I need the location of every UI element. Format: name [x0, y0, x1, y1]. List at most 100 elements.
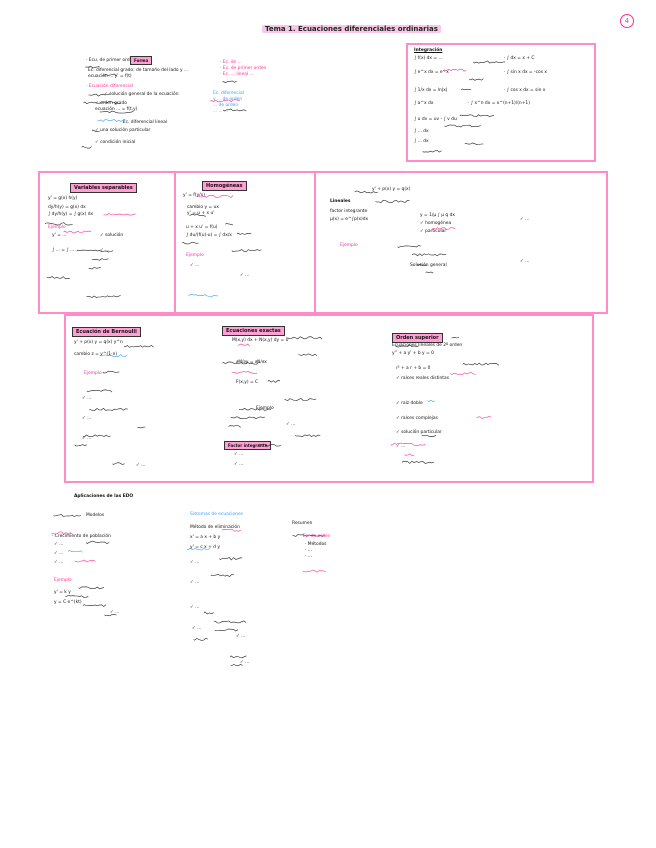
note-line: ∫ ... = ∫ ...: [52, 248, 75, 253]
note-line: r² + a r + b = 0: [396, 366, 431, 371]
handwriting-stroke: [74, 559, 96, 563]
note-line: · Ec. de orden: [300, 534, 331, 539]
note-line: ✓ ...: [286, 422, 296, 427]
handwriting-stroke: [421, 434, 437, 437]
note-line: ∫ e^x dx = e^x: [414, 70, 449, 75]
note-line: ✓ ...: [82, 416, 92, 421]
note-line: ∫ ... dx: [414, 139, 429, 144]
handwriting-stroke: [53, 514, 82, 518]
note-line: ✓ ...: [82, 436, 92, 441]
handwriting-stroke: [294, 434, 321, 437]
note-line: ✓ ...: [520, 217, 530, 222]
handwriting-stroke: [186, 547, 211, 551]
handwriting-stroke: [469, 78, 484, 81]
handwriting-stroke: [112, 462, 125, 465]
note-line: ✓ ...: [110, 610, 120, 615]
handwriting-stroke: [82, 604, 107, 607]
handwriting-stroke: [88, 93, 110, 97]
note-line: ✓ raíces reales distintas: [396, 376, 450, 381]
handwriting-stroke: [444, 124, 481, 128]
handwriting-stroke: [461, 88, 472, 91]
note-line: ✓ ...: [190, 560, 200, 565]
note-line: ✓ raíces complejas: [396, 416, 438, 421]
handwriting-stroke: [104, 614, 117, 617]
note-line: ✓ ...: [190, 580, 200, 585]
note-line: Ecuaciones lineales de 2º orden: [392, 343, 463, 348]
note-line: ecuación ... = f(t,y): [95, 107, 138, 112]
note-line: y' = k y: [54, 590, 71, 595]
note-line: ✓ particular: [420, 229, 447, 234]
bottom-header: Aplicaciones de las EDO: [74, 494, 134, 499]
note-line: ✓ ...: [82, 396, 92, 401]
handwriting-stroke: [401, 460, 435, 464]
handwriting-stroke: [83, 101, 120, 105]
handwriting-stroke: [237, 343, 251, 347]
note-line: ✓ ...: [192, 626, 202, 631]
note-line: y = C e^(kt): [54, 600, 82, 605]
handwriting-stroke: [267, 379, 281, 383]
handwriting-stroke: [196, 194, 234, 199]
page-number-badge: 4: [620, 14, 634, 28]
handwriting-stroke: [231, 370, 258, 374]
note-line: · ∫ cos x dx = sin x: [504, 88, 546, 93]
handwriting-stroke: [464, 142, 484, 146]
note-line: · Ecu. de primer orden: [86, 58, 136, 63]
note-line: u + x u' = f(u): [186, 225, 218, 230]
note-line: ∫ f(x) dx = ...: [414, 56, 443, 61]
page-title: Tema 1. Ecuaciones diferenciales ordinar…: [262, 25, 441, 33]
note-line: ∫ du/(f(u)-u) = ∫ dx/x: [186, 233, 232, 238]
handwriting-stroke: [189, 213, 206, 217]
handwriting-stroke: [222, 361, 259, 365]
handwriting-stroke: [292, 533, 325, 537]
note-line: ✓ ...: [240, 660, 250, 665]
note-line: ... de orden: [213, 103, 239, 108]
handwriting-stroke: [85, 541, 110, 544]
note-line: ✓ ...: [236, 634, 246, 639]
handwriting-stroke: [236, 232, 252, 235]
handwriting-stroke: [193, 638, 208, 641]
handwriting-stroke: [411, 253, 447, 257]
note-line: y' + p(x) y = q(x) y^n: [74, 340, 123, 345]
handwriting-stroke: [102, 370, 120, 374]
handwriting-stroke: [188, 294, 219, 298]
note-line: · ...: [305, 554, 312, 559]
handwriting-stroke: [91, 258, 109, 261]
handwriting-stroke: [86, 389, 113, 393]
note-line: y' = u + x u': [187, 211, 215, 216]
note-line: · Ecuación diferencial: [86, 84, 133, 89]
note-line: · Ec. de primer orden: [220, 66, 267, 71]
note-line: Ejemplo: [186, 253, 204, 258]
handwriting-stroke: [65, 595, 89, 598]
panel-divider: [314, 173, 316, 312]
handwriting-stroke: [442, 68, 467, 72]
handwriting-stroke: [74, 444, 87, 447]
handwriting-stroke: [46, 276, 70, 280]
handwriting-stroke: [103, 213, 136, 216]
handwriting-stroke: [99, 354, 128, 358]
handwriting-stroke: [230, 416, 265, 420]
note-line: · ∫ sin x dx = -cos x: [504, 70, 547, 75]
handwriting-stroke: [85, 65, 100, 69]
note-line: ✓ orden grado: [95, 101, 127, 106]
note-line: cambio y = ux: [187, 205, 219, 210]
note-line: y' = ...: [52, 233, 67, 238]
handwriting-stroke: [473, 60, 506, 64]
handwriting-stroke: [81, 145, 92, 149]
handwriting-stroke: [214, 628, 239, 632]
panel-header: Lineales: [330, 199, 351, 204]
handwriting-stroke: [230, 663, 243, 667]
note-line: y' = g(x) h(y): [48, 196, 78, 201]
handwriting-stroke: [298, 353, 318, 356]
handwriting-stroke: [238, 407, 271, 411]
handwriting-stroke: [390, 442, 426, 446]
note-line: ✓ ...: [54, 551, 64, 556]
handwriting-stroke: [67, 550, 83, 553]
integration-box: Integración ∫ f(x) dx = ... · ∫ dx = x +…: [406, 43, 596, 162]
handwriting-stroke: [214, 620, 247, 624]
note-line: · Crecimiento de población: [52, 534, 111, 539]
handwriting-stroke: [257, 444, 282, 447]
note-line: y ... de orden: [213, 97, 243, 102]
handwriting-stroke: [78, 586, 105, 590]
note-line: · ...: [305, 548, 312, 553]
